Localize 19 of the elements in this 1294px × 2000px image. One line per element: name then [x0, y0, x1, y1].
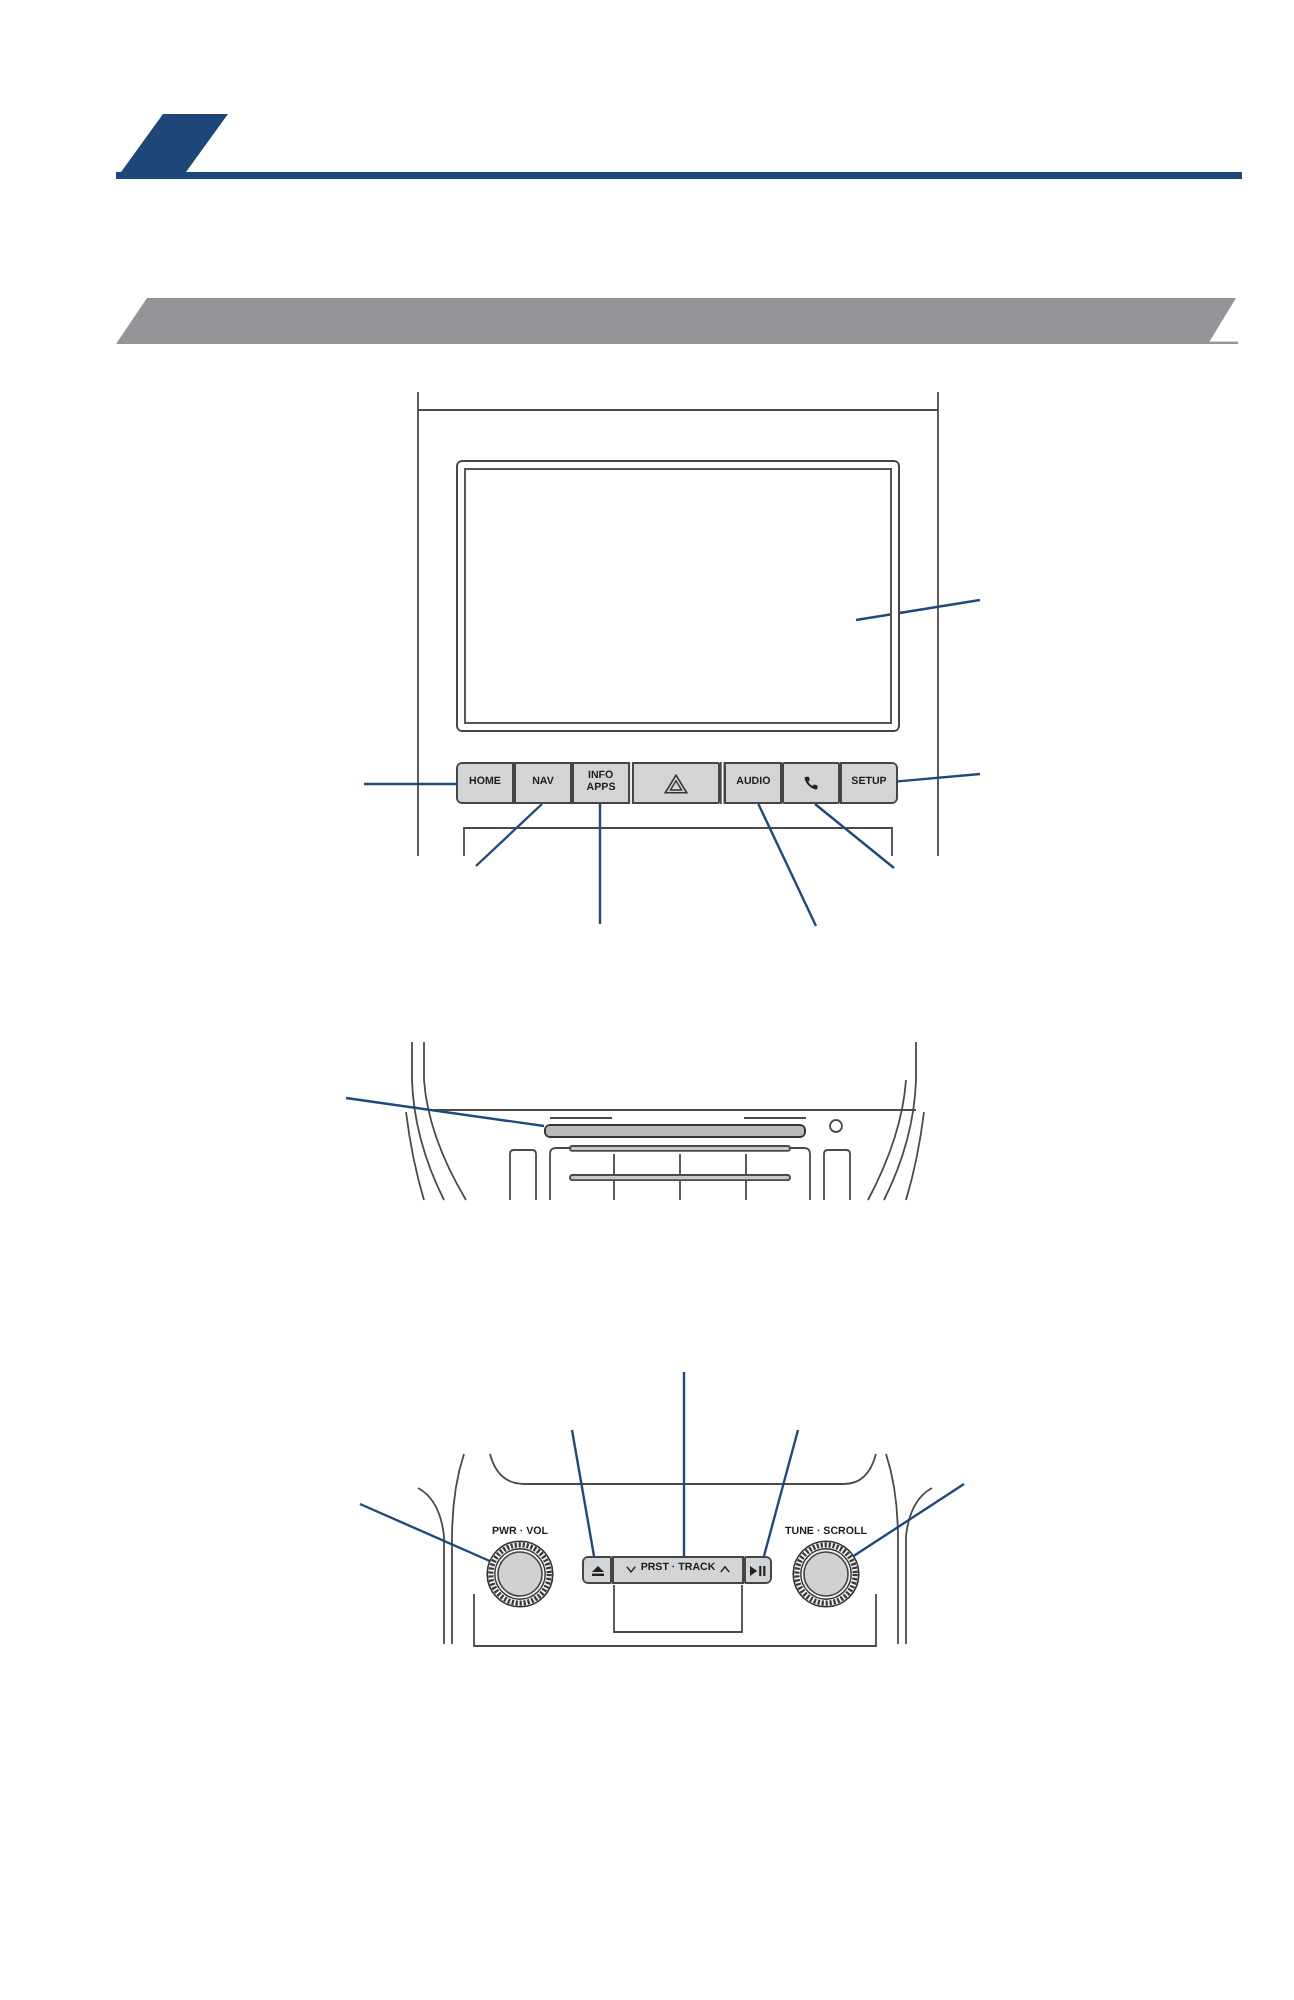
leader-line	[570, 1429, 596, 1557]
leader-line	[814, 803, 895, 869]
leader-line	[598, 804, 602, 924]
leader-line	[345, 1096, 545, 1128]
leader-line	[855, 598, 981, 622]
leader-line	[852, 1483, 965, 1557]
leader-line	[359, 1502, 493, 1564]
leader-line	[762, 1429, 800, 1557]
panel-button	[782, 762, 840, 804]
panel-button	[632, 762, 721, 804]
disc-slot	[544, 1123, 806, 1138]
leader-line	[682, 1372, 686, 1556]
leader-line	[757, 803, 818, 927]
panel-button	[582, 1556, 612, 1584]
leader-line	[897, 772, 981, 783]
leader-line	[475, 803, 543, 867]
display-screen	[456, 460, 900, 732]
leader-line	[364, 782, 456, 786]
panel-button	[744, 1556, 772, 1584]
